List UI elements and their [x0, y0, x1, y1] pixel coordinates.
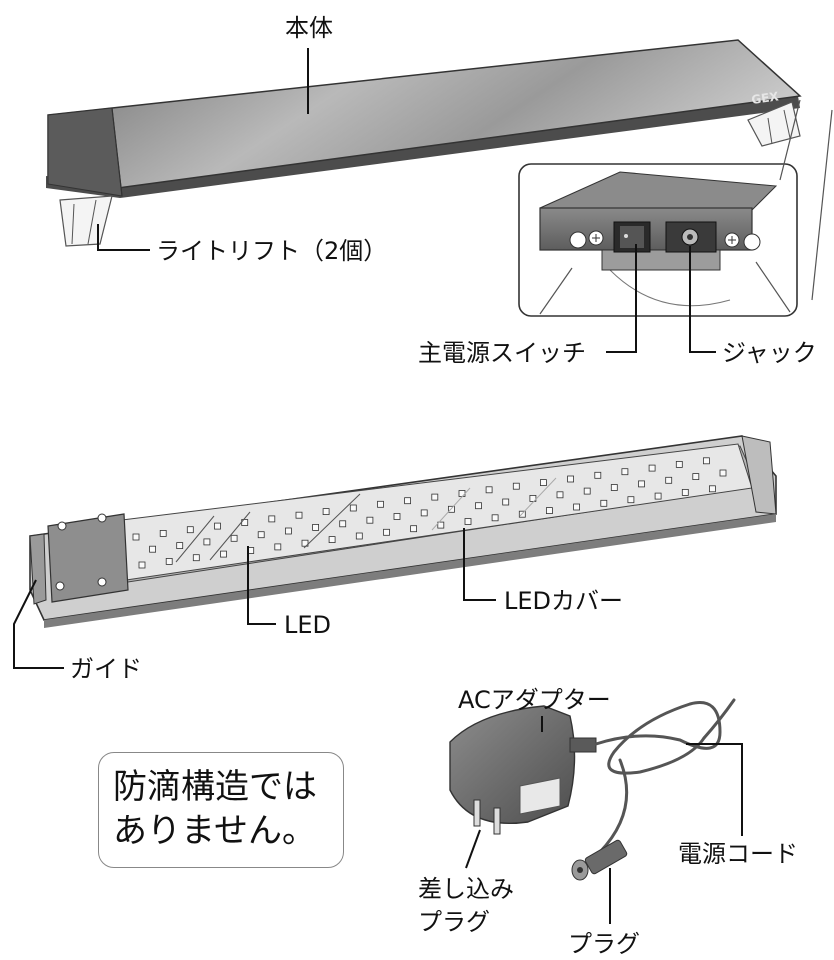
label-led: LED: [284, 611, 331, 639]
led-chip: [567, 475, 574, 483]
led-chip: [349, 504, 357, 512]
led-chip: [410, 525, 418, 533]
led-chip: [502, 498, 510, 506]
note-line-2: ありません。: [113, 811, 316, 851]
led-chip: [138, 561, 146, 569]
led-chip: [322, 508, 330, 516]
label-ac-adapter: ACアダプター: [458, 686, 611, 714]
label-plug: プラグ: [568, 930, 640, 958]
led-chip: [491, 514, 499, 522]
led-chip: [540, 479, 547, 487]
led-chip: [230, 534, 238, 542]
led-chip: [268, 515, 276, 523]
fixture-body: GEX: [46, 39, 802, 198]
led-chip: [295, 511, 303, 519]
led-chip: [149, 545, 157, 553]
led-chip: [301, 539, 309, 547]
led-chip: [404, 497, 412, 505]
led-chip: [627, 496, 635, 504]
led-chip: [257, 531, 265, 539]
led-chip: [328, 536, 336, 543]
led-chip: [573, 503, 580, 511]
led-tray: [29, 435, 777, 628]
led-chip: [420, 509, 428, 517]
label-led-cover: LEDカバー: [504, 587, 623, 615]
guide-rail: [29, 533, 47, 605]
led-chip: [383, 528, 390, 536]
note-line-1: 防滴構造では: [113, 767, 317, 807]
led-chip: [312, 524, 320, 531]
led-chip: [475, 502, 482, 510]
led-chip: [132, 533, 140, 541]
switch-jack-inset: [518, 163, 798, 317]
label-insert-plug-2: プラグ: [418, 908, 490, 936]
led-chip: [709, 485, 716, 493]
led-chip: [214, 522, 221, 530]
led-chip: [681, 488, 689, 496]
dc-plug: [571, 839, 628, 881]
label-body: 本体: [285, 14, 333, 42]
led-chip: [203, 538, 211, 546]
led-chip: [431, 493, 439, 501]
led-chip: [703, 457, 710, 465]
label-power-cord: 電源コード: [678, 840, 798, 868]
led-chip: [192, 554, 200, 562]
led-chip: [464, 518, 472, 525]
led-chip: [220, 550, 227, 558]
label-light-lift: ライトリフト（2個）: [156, 237, 387, 265]
light-lift-right: [747, 101, 801, 147]
led-chip: [284, 527, 292, 535]
led-chip: [377, 500, 384, 508]
led-chip: [610, 484, 618, 491]
led-chip: [274, 543, 282, 551]
led-chip: [165, 558, 173, 565]
led-chip: [176, 542, 184, 549]
label-insert-plug-1: 差し込み: [418, 875, 514, 903]
led-chip: [437, 521, 445, 529]
note-box: 防滴構造では ありません。: [98, 752, 344, 868]
led-chip: [529, 494, 537, 502]
led-chip: [692, 473, 700, 481]
led-chip: [665, 476, 673, 484]
led-chip: [638, 480, 645, 488]
led-chip: [186, 526, 194, 534]
led-chip: [648, 464, 656, 472]
led-chip: [546, 507, 553, 515]
led-chip: [556, 491, 564, 499]
led-chip: [654, 492, 662, 500]
label-main-switch: 主電源スイッチ: [418, 339, 586, 367]
led-chip: [621, 468, 629, 476]
led-chip: [355, 532, 363, 540]
led-chip: [366, 516, 374, 524]
led-chip: [583, 487, 591, 495]
led-chip: [512, 482, 520, 490]
label-guide: ガイド: [70, 655, 142, 683]
led-chip: [458, 490, 466, 497]
led-chip: [675, 460, 683, 468]
led-chip: [485, 486, 493, 494]
label-jack: ジャック: [722, 339, 817, 367]
led-chip: [339, 520, 347, 528]
led-chip: [393, 513, 401, 520]
led-chip: [719, 469, 727, 477]
brand-mark: GEX: [750, 89, 780, 107]
led-chip: [594, 471, 602, 479]
power-cord: [594, 698, 736, 854]
led-chip: [600, 499, 608, 507]
light-lift-left: [59, 195, 113, 247]
ac-adapter: [449, 705, 597, 835]
led-chip: [159, 530, 167, 537]
